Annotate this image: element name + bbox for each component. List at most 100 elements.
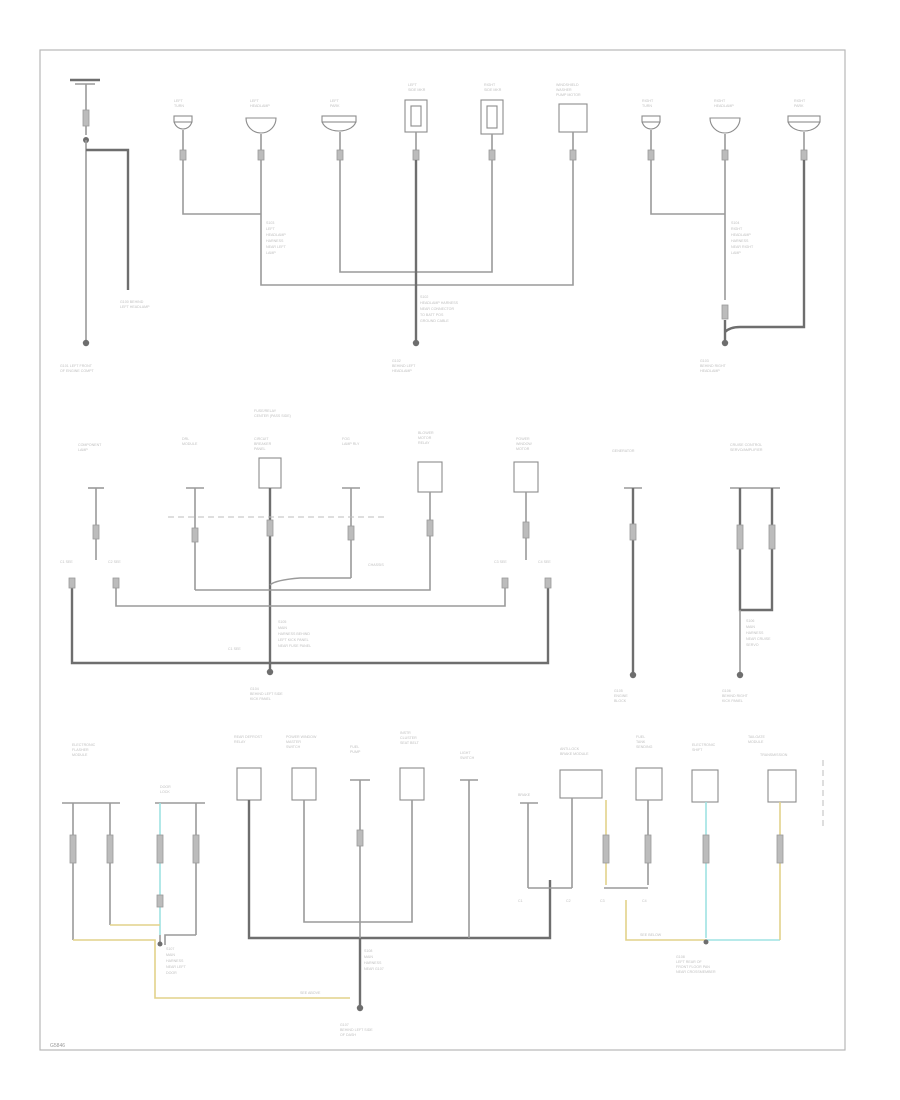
svg-text:G106: G106 bbox=[722, 689, 731, 693]
svg-text:NEAR LEFT: NEAR LEFT bbox=[266, 245, 287, 249]
mid-component-5: BLOWER MOTOR RELAY bbox=[417, 431, 443, 565]
svg-text:LEFT: LEFT bbox=[266, 227, 276, 231]
svg-text:KICK PANEL: KICK PANEL bbox=[722, 699, 743, 703]
svg-text:HEADLAMP HARNESS: HEADLAMP HARNESS bbox=[420, 301, 459, 305]
svg-text:LAMP: LAMP bbox=[266, 251, 276, 255]
svg-text:FUSE/RELAY: FUSE/RELAY bbox=[254, 409, 277, 413]
svg-text:MODULE: MODULE bbox=[748, 740, 764, 744]
svg-text:RIGHT: RIGHT bbox=[731, 227, 743, 231]
bottom-left-group: ELECTRONIC FLASHER MODULE DOOR LOCK S107… bbox=[62, 743, 350, 999]
svg-text:RELAY: RELAY bbox=[234, 740, 246, 744]
svg-text:HARNESS: HARNESS bbox=[166, 959, 184, 963]
diagram-frame bbox=[39, 49, 846, 1051]
svg-text:HEADLAMP: HEADLAMP bbox=[700, 369, 720, 373]
svg-text:SHIFT: SHIFT bbox=[692, 748, 703, 752]
svg-text:C4 SEE: C4 SEE bbox=[538, 560, 551, 564]
svg-text:CIRCUIT: CIRCUIT bbox=[254, 437, 269, 441]
svg-text:LAMP: LAMP bbox=[78, 448, 88, 452]
svg-text:SERVO/AMPLIFIER: SERVO/AMPLIFIER bbox=[730, 448, 763, 452]
svg-text:G103: G103 bbox=[700, 359, 709, 363]
svg-text:HEADLAMP: HEADLAMP bbox=[731, 233, 751, 237]
svg-text:BEHIND RIGHT: BEHIND RIGHT bbox=[700, 364, 727, 368]
mid-bus-wire-inner bbox=[195, 565, 431, 591]
svg-text:LIGHT: LIGHT bbox=[460, 751, 471, 755]
svg-text:SWITCH: SWITCH bbox=[460, 756, 475, 760]
svg-text:SEAT BELT: SEAT BELT bbox=[400, 741, 420, 745]
svg-text:HEADLAMP: HEADLAMP bbox=[250, 104, 270, 108]
svg-text:BLOCK: BLOCK bbox=[614, 699, 627, 703]
page-reference: G5846 bbox=[50, 1043, 65, 1049]
svg-text:C2: C2 bbox=[566, 899, 571, 903]
svg-text:MASTER: MASTER bbox=[286, 740, 301, 744]
svg-text:FUEL: FUEL bbox=[636, 735, 645, 739]
right-park-lamp: RIGHT PARK bbox=[787, 99, 821, 161]
svg-text:TAILGATE: TAILGATE bbox=[748, 735, 765, 739]
svg-text:NEAR LEFT: NEAR LEFT bbox=[166, 965, 187, 969]
svg-text:OF DASH: OF DASH bbox=[340, 1033, 356, 1037]
svg-text:FOG: FOG bbox=[342, 437, 350, 441]
top-section: G100 BEHIND LEFT HEADLAMP G101 LEFT FRON… bbox=[60, 78, 821, 373]
svg-text:ANTI-LOCK: ANTI-LOCK bbox=[560, 747, 580, 751]
mid-component-1: COMPONENT LAMP bbox=[78, 443, 104, 560]
svg-text:MAIN: MAIN bbox=[278, 626, 287, 630]
right-side-marker: RIGHT SIDE MKR bbox=[480, 83, 504, 161]
mid-component-7: GENERATOR G105 ENGINE BLOCK bbox=[612, 449, 642, 703]
svg-text:ELECTRONIC: ELECTRONIC bbox=[72, 743, 96, 747]
svg-text:POWER: POWER bbox=[516, 437, 530, 441]
svg-text:RELAY: RELAY bbox=[418, 441, 430, 445]
bottom-right-group: ANTI-LOCK BRAKE MODULE BRAKE C1 C2 FUEL … bbox=[518, 735, 824, 974]
svg-text:SIDE MKR: SIDE MKR bbox=[408, 88, 426, 92]
svg-text:DRL: DRL bbox=[182, 437, 189, 441]
svg-text:KICK PANEL: KICK PANEL bbox=[250, 697, 271, 701]
svg-text:BEHIND LEFT SIDE: BEHIND LEFT SIDE bbox=[250, 692, 283, 696]
svg-text:REAR DEFROST: REAR DEFROST bbox=[234, 735, 263, 739]
svg-text:PUMP: PUMP bbox=[350, 750, 361, 754]
svg-text:SENDING: SENDING bbox=[636, 745, 653, 749]
left-group-wire-a bbox=[182, 160, 261, 215]
svg-text:LEFT: LEFT bbox=[408, 83, 418, 87]
svg-text:TURN: TURN bbox=[174, 104, 184, 108]
svg-text:TO BATT POS: TO BATT POS bbox=[420, 313, 444, 317]
svg-text:HARNESS: HARNESS bbox=[266, 239, 284, 243]
bottom-section: ELECTRONIC FLASHER MODULE DOOR LOCK S107… bbox=[62, 731, 824, 1037]
svg-text:LOCK: LOCK bbox=[160, 790, 170, 794]
svg-text:FLASHER: FLASHER bbox=[72, 748, 89, 752]
svg-text:CLUSTER: CLUSTER bbox=[400, 736, 417, 740]
svg-text:DOOR: DOOR bbox=[166, 971, 177, 975]
svg-text:G100 BEHIND: G100 BEHIND bbox=[120, 300, 144, 304]
svg-text:CHASSIS: CHASSIS bbox=[368, 563, 384, 567]
svg-text:LAMP: LAMP bbox=[731, 251, 741, 255]
svg-text:NEAR FUSE PANEL: NEAR FUSE PANEL bbox=[278, 644, 311, 648]
svg-text:MAIN: MAIN bbox=[166, 953, 175, 957]
svg-text:CENTER (PASS SIDE): CENTER (PASS SIDE) bbox=[254, 414, 291, 418]
svg-text:MODULE: MODULE bbox=[182, 442, 198, 446]
svg-text:S102: S102 bbox=[420, 295, 428, 299]
svg-text:WINDOW: WINDOW bbox=[516, 442, 532, 446]
svg-text:NEAR CONNECTOR: NEAR CONNECTOR bbox=[420, 307, 454, 311]
svg-text:RIGHT: RIGHT bbox=[484, 83, 496, 87]
svg-text:LEFT: LEFT bbox=[174, 99, 184, 103]
bottom-middle-group: REAR DEFROST RELAY POWER WINDOW MASTER S… bbox=[234, 731, 552, 1037]
svg-text:TRANSMISSION: TRANSMISSION bbox=[760, 753, 788, 757]
svg-text:RIGHT: RIGHT bbox=[642, 99, 654, 103]
svg-text:NEAR CRUISE: NEAR CRUISE bbox=[746, 637, 771, 641]
br-wire-yellow bbox=[625, 900, 706, 941]
svg-text:RIGHT: RIGHT bbox=[794, 99, 806, 103]
mid-component-3: CIRCUIT BREAKER PANEL bbox=[254, 437, 282, 670]
svg-text:HEADLAMP: HEADLAMP bbox=[714, 104, 734, 108]
svg-text:LEFT KICK PANEL: LEFT KICK PANEL bbox=[278, 638, 309, 642]
svg-text:G104: G104 bbox=[250, 687, 259, 691]
right-group-wire-c bbox=[723, 160, 806, 340]
svg-text:C2 SEE: C2 SEE bbox=[108, 560, 121, 564]
bl-wire-join bbox=[159, 934, 196, 945]
svg-text:S108: S108 bbox=[364, 949, 372, 953]
svg-text:S105: S105 bbox=[278, 620, 286, 624]
bm-wire-b bbox=[303, 800, 360, 923]
svg-text:SEE BELOW: SEE BELOW bbox=[640, 933, 662, 937]
svg-text:BLOWER: BLOWER bbox=[418, 431, 434, 435]
svg-text:DOOR: DOOR bbox=[160, 785, 171, 789]
svg-text:S103: S103 bbox=[266, 221, 274, 225]
svg-text:HARNESS: HARNESS bbox=[746, 631, 764, 635]
middle-section: FUSE/RELAY CENTER (PASS SIDE) COMPONENT … bbox=[60, 409, 780, 703]
